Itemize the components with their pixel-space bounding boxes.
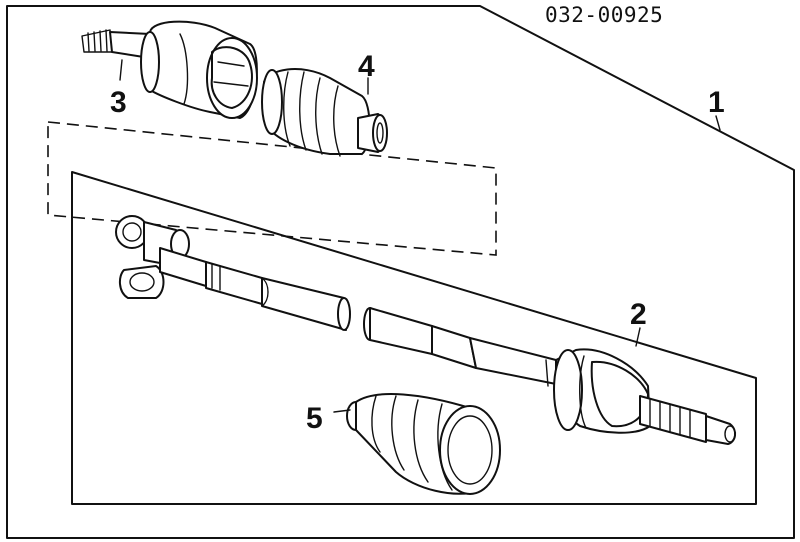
- leader-line-5: [333, 409, 351, 413]
- shaft-assembly-box: [71, 171, 757, 505]
- callout-5: 5: [306, 402, 323, 435]
- leader-line-1: [715, 115, 721, 131]
- callout-4: 4: [358, 50, 375, 83]
- dashed-group-box: [47, 121, 497, 256]
- outer-boot-drawing: [346, 393, 501, 495]
- callout-2: 2: [630, 298, 647, 331]
- leader-line-2: [635, 327, 641, 347]
- callout-1: 1: [708, 86, 725, 119]
- leader-line-3: [119, 59, 123, 81]
- drive-shaft-drawing: [115, 215, 736, 445]
- callout-3: 3: [110, 86, 127, 119]
- outer-joint-drawing: [81, 20, 258, 119]
- outer-frame: [6, 5, 795, 539]
- inner-boot-drawing: [261, 68, 388, 157]
- part-number: 032-00925: [545, 3, 663, 27]
